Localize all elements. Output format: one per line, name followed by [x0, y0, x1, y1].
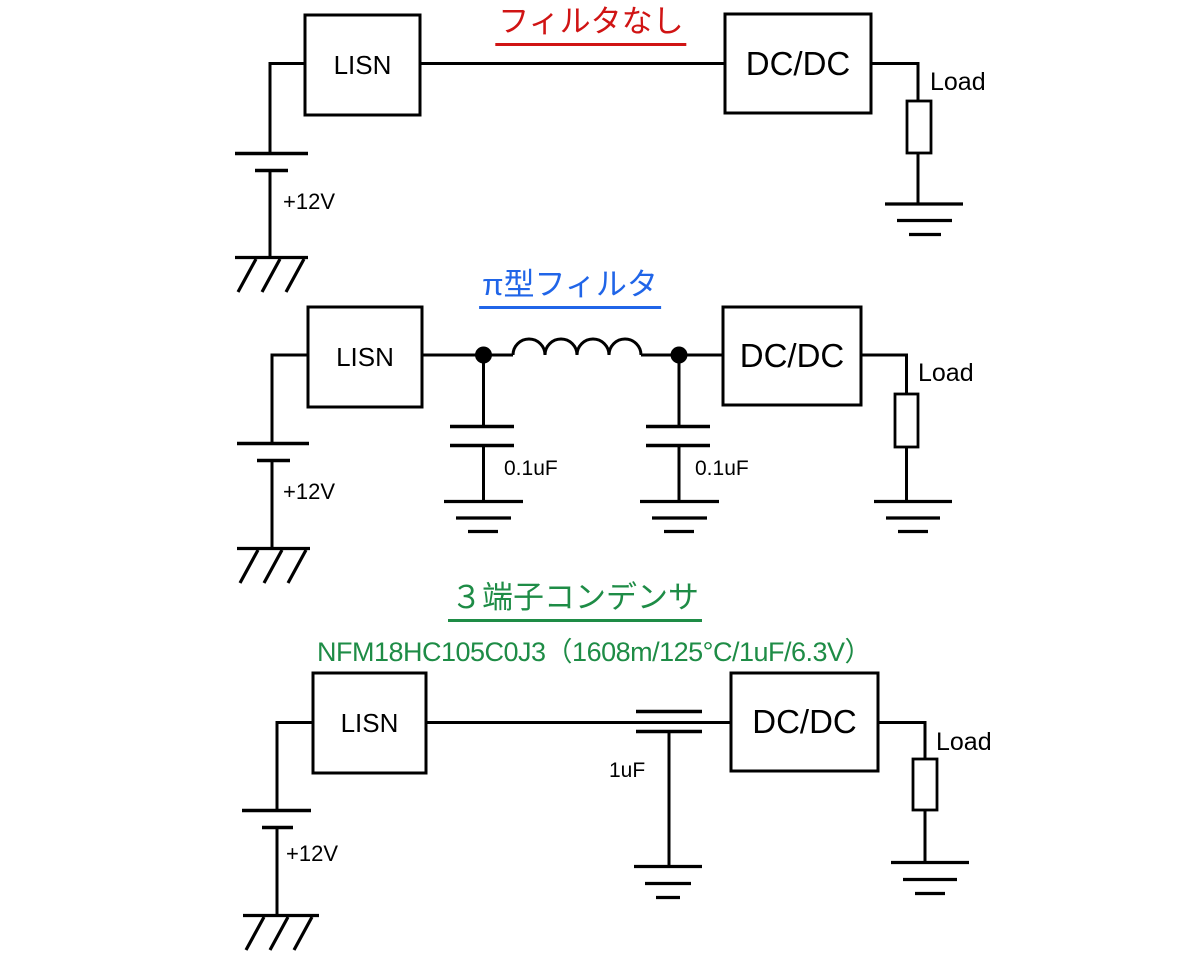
wire-dcdc-to-load: [871, 62, 920, 101]
load-resistor: [905, 99, 933, 155]
pi-filter-title: π型フィルタ: [479, 267, 661, 310]
lisn-label: LISN: [336, 341, 394, 372]
earth-ground-cap2: [640, 499, 719, 534]
wire-lisn-to-battery: [275, 721, 313, 810]
circuit-no-filter: [235, 12, 963, 293]
lisn-box: [306, 305, 424, 409]
lisn-label: LISN: [333, 49, 392, 80]
wire-lisn-to-battery: [270, 353, 308, 443]
lisn-box: [303, 13, 422, 117]
cap2-value-label: 0.1uF: [695, 457, 749, 480]
dcdc-label: DC/DC: [752, 703, 857, 740]
load-resistor: [893, 392, 920, 449]
part-number-label: NFM18HC105C0J3（1608m/125°C/1uF/6.3V）: [316, 637, 872, 667]
wire-dcdc-to-load: [878, 721, 927, 759]
inductor-coil: [511, 337, 643, 356]
cap-value-label: 1uF: [609, 759, 646, 782]
capacitor1-plates: [450, 424, 514, 448]
junction-dot-left: [475, 346, 492, 364]
dcdc-box: [723, 12, 873, 115]
earth-ground: [885, 202, 963, 237]
chassis-ground-hatches: [244, 916, 314, 951]
load-label: Load: [936, 728, 992, 756]
earth-ground-cap1: [444, 499, 523, 534]
supply-label: +12V: [283, 479, 335, 504]
wire-lisn-to-battery: [268, 62, 305, 153]
load-label: Load: [930, 68, 986, 96]
earth-ground-load: [874, 499, 952, 534]
dcdc-label: DC/DC: [739, 337, 845, 374]
no-filter-title: フィルタなし: [495, 4, 687, 47]
supply-label: +12V: [286, 841, 338, 866]
earth-ground-load: [891, 860, 969, 896]
wire-dcdc-to-load: [861, 353, 908, 394]
chassis-ground-hatches: [238, 549, 308, 584]
earth-ground-cap: [634, 864, 702, 900]
circuit-three-terminal-cap: [242, 671, 969, 951]
dcdc-box: [721, 305, 863, 407]
supply-label: +12V: [283, 189, 335, 214]
lisn-label: LISN: [340, 707, 399, 738]
three-terminal-title: ３端子コンデンサ: [448, 580, 702, 623]
chassis-ground-hatches: [236, 258, 306, 293]
load-label: Load: [918, 359, 974, 387]
lisn-box: [311, 671, 428, 775]
feedthrough-capacitor-plates: [636, 709, 702, 734]
dcdc-label: DC/DC: [745, 44, 851, 82]
junction-dot-right: [670, 346, 688, 364]
load-resistor: [911, 757, 939, 812]
capacitor2-plates: [646, 424, 710, 448]
circuit-pi-filter: [237, 305, 952, 584]
cap1-value-label: 0.1uF: [504, 457, 558, 480]
